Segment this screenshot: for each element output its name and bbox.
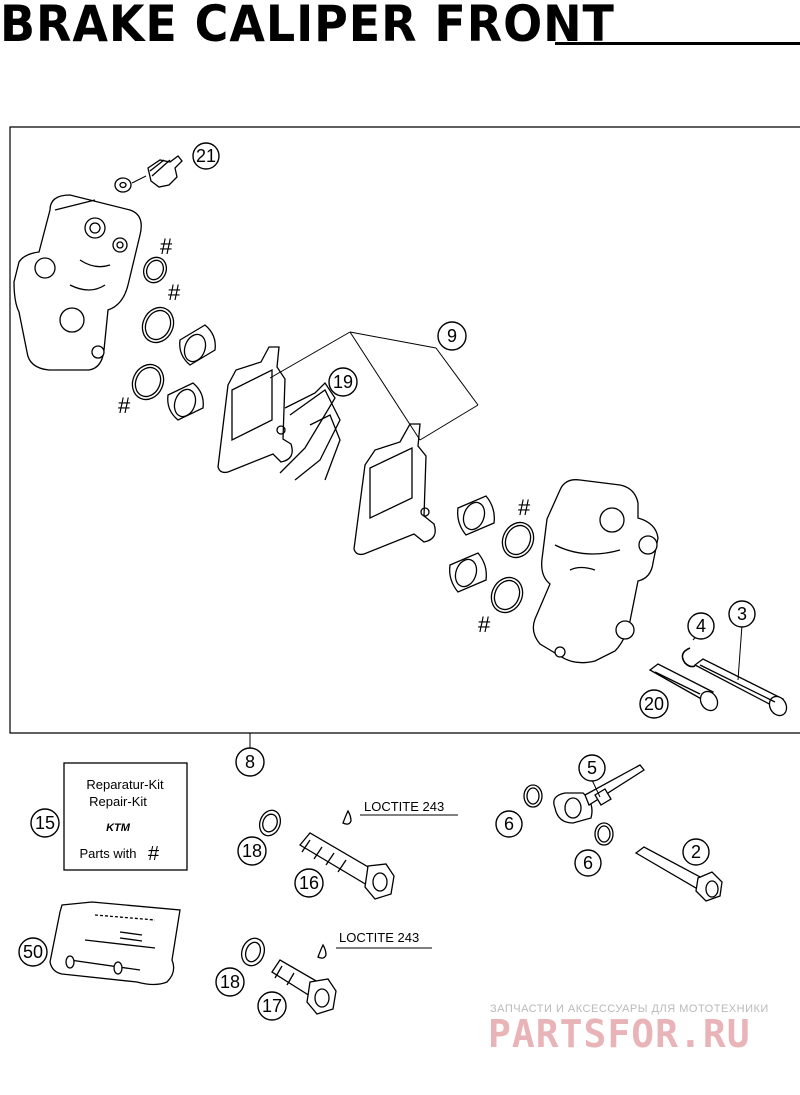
repair-kit-box [63,762,188,871]
svg-text:21: 21 [196,146,216,166]
piston-left-upper [179,324,216,366]
caliper-half-left-part [13,194,142,371]
callout-8: 8 [235,747,265,777]
callout-18-lower: 18 [215,967,245,997]
svg-text:16: 16 [299,873,319,893]
callout-6-lower: 6 [574,849,602,877]
callout-2: 2 [682,838,710,866]
hash-mark-1: # [160,234,173,259]
callout-3: 3 [728,600,756,628]
svg-text:50: 50 [23,942,43,962]
callout-16: 16 [294,868,324,898]
seal-ring-left-upper [141,306,175,344]
svg-text:20: 20 [644,694,664,714]
callout-9: 9 [437,321,467,351]
seal-ring-left-small [142,256,168,284]
svg-text:9: 9 [447,326,457,346]
title-underline [555,42,800,45]
hash-mark-3: # [118,393,131,418]
washer-18-upper-part [258,809,282,837]
brake-pad-right [353,423,436,556]
callout-21: 21 [192,142,220,170]
svg-text:6: 6 [583,853,593,873]
loctite-drop-lower [317,943,327,959]
svg-text:6: 6 [504,814,514,834]
screw-16-part [299,832,395,900]
svg-text:15: 15 [35,813,55,833]
bleeder-screw-part [114,155,183,193]
page-title: BRAKE CALIPER FRONT [0,0,615,53]
screw-20-part [648,663,719,712]
callout-6-upper: 6 [495,810,523,838]
svg-text:8: 8 [245,752,255,772]
svg-text:18: 18 [220,972,240,992]
callout-19: 19 [328,367,358,397]
svg-text:19: 19 [333,372,353,392]
svg-text:2: 2 [691,842,701,862]
seal-ring-right-upper [501,521,535,559]
loctite-drop-upper [342,809,352,825]
piston-right-upper [457,495,495,536]
svg-text:5: 5 [587,758,597,778]
watermark-caption: ЗАПЧАСТИ И АКСЕССУАРЫ ДЛЯ МОТОТЕХНИКИ [490,1003,769,1015]
svg-text:4: 4 [696,616,706,636]
callout-50: 50 [18,937,48,967]
hash-mark-5: # [478,612,491,637]
svg-text:17: 17 [262,996,282,1016]
washer-18-lower-part [240,937,266,967]
watermark-brand: PARTSFOR.RU [488,1012,751,1056]
assembly-frame [9,126,800,734]
seal-ring-left-lower [131,363,165,401]
repair-kit-line3: Parts with [79,846,136,861]
banjo-fitting-part [553,764,645,824]
svg-text:18: 18 [242,841,262,861]
pad-spring-part [279,381,341,481]
repair-kit-line2: Repair-Kit [89,794,147,809]
piston-right-lower [449,552,487,593]
svg-text:3: 3 [737,604,747,624]
hash-mark-2: # [168,280,181,305]
callout-18-upper: 18 [237,836,267,866]
hash-mark-4: # [518,495,531,520]
pad-guard-part [49,901,181,986]
callout-20: 20 [639,689,669,719]
callout-15: 15 [30,808,60,838]
washer-6-upper-part [523,784,543,808]
ktm-logo: KTM [106,822,131,834]
repair-kit-hash: # [148,843,160,865]
repair-kit-line1: Reparatur-Kit [86,777,164,792]
callout-17: 17 [257,991,287,1021]
seal-ring-right-lower [490,576,524,614]
loctite-label-lower: LOCTITE 243 [339,930,419,945]
callout-4: 4 [687,612,715,640]
bolt-2-part [634,846,723,902]
callout-5: 5 [578,754,606,782]
loctite-label-upper: LOCTITE 243 [364,799,444,814]
brake-pad-left [217,346,293,474]
caliper-half-right-part [532,479,659,664]
pin-part [693,658,788,717]
screw-17-part [271,959,337,1015]
circlip-part [681,647,696,668]
washer-6-lower-part [594,822,614,846]
pads-leader-lines [269,331,479,441]
piston-left-lower [167,382,204,421]
